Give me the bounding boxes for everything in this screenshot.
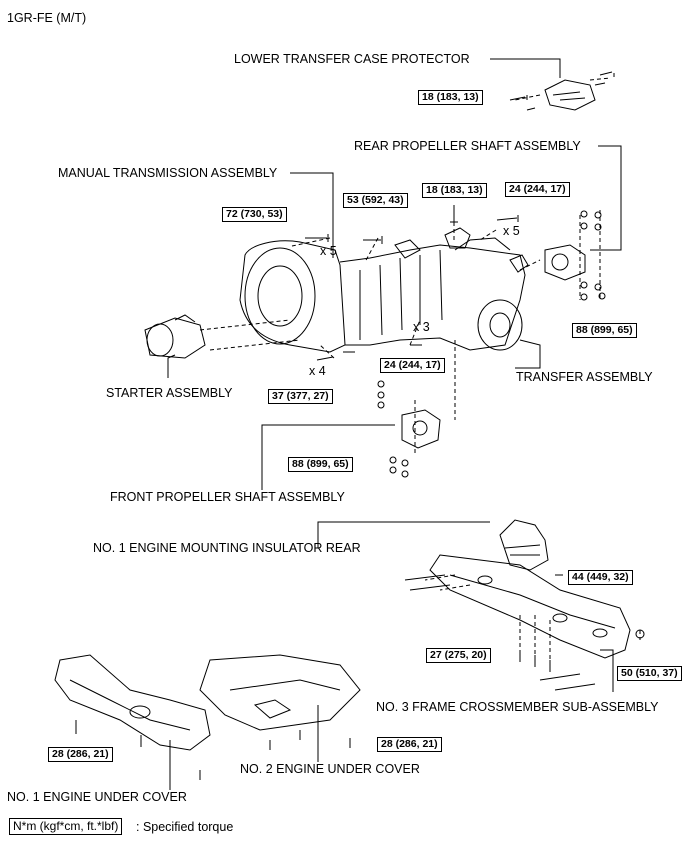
leader-rear-prop [590,145,622,251]
legend-torque-unit: N*m (kgf*cm, ft.*lbf) [9,818,123,835]
legend-text: : Specified torque [136,820,234,834]
torque-rear-nut: 88 (899, 65) [572,323,637,338]
label-starter-assembly: STARTER ASSEMBLY [106,386,233,400]
torque-front-prop-nut: 88 (899, 65) [288,457,353,472]
label-transfer-assembly: TRANSFER ASSEMBLY [516,370,653,384]
label-no3-frame-crossmember: NO. 3 FRAME CROSSMEMBER SUB-ASSEMBLY [376,700,659,714]
label-no1-engine-under-cover: NO. 1 ENGINE UNDER COVER [7,790,187,804]
torque-protector: 18 (183, 13) [418,90,483,105]
torque-starter-bolt: 37 (377, 27) [268,389,333,404]
label-rear-propeller-shaft-assembly: REAR PROPELLER SHAFT ASSEMBLY [354,139,581,153]
leader-protector [490,58,561,78]
torque-rear-bolt: 24 (244, 17) [505,182,570,197]
leader-crossmember [600,649,614,692]
torque-mount: 44 (449, 32) [568,570,633,585]
torque-crossmember-bolt: 27 (275, 20) [426,648,491,663]
torque-cover1: 28 (286, 21) [48,747,113,762]
leader-transfer [515,339,541,369]
page-title: 1GR-FE (M/T) [7,11,87,25]
multiplier-x4: x 4 [309,364,326,378]
multiplier-x3: x 3 [413,320,430,334]
label-manual-transmission-assembly: MANUAL TRANSMISSION ASSEMBLY [58,166,278,180]
torque-top-center: 18 (183, 13) [422,183,487,198]
label-no2-engine-under-cover: NO. 2 ENGINE UNDER COVER [240,762,420,776]
label-front-propeller-shaft-assembly: FRONT PROPELLER SHAFT ASSEMBLY [110,490,345,504]
leader-starter [167,354,176,378]
torque-cover2: 28 (286, 21) [377,737,442,752]
torque-left-bolt: 72 (730, 53) [222,207,287,222]
label-no1-engine-mounting-insulator-rear: NO. 1 ENGINE MOUNTING INSULATOR REAR [93,541,361,555]
leader-transmission [290,172,334,258]
multiplier-x5-right: x 5 [503,224,520,238]
leader-mount [317,521,490,548]
torque-lower-bolt: 24 (244, 17) [380,358,445,373]
torque-mid-bolt: 53 (592, 43) [343,193,408,208]
label-lower-transfer-case-protector: LOWER TRANSFER CASE PROTECTOR [234,52,470,66]
torque-crossmember-nut: 50 (510, 37) [617,666,682,681]
multiplier-x5-left: x 5 [320,244,337,258]
leader-front-prop [261,424,395,490]
